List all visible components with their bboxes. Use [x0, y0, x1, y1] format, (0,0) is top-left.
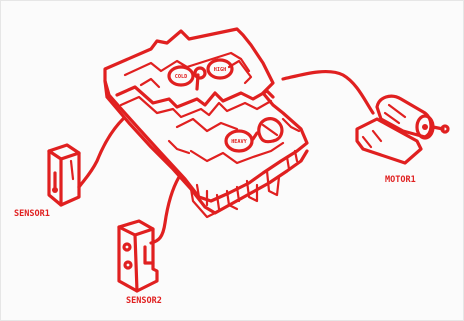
controller-block: [105, 29, 307, 217]
cables: [79, 72, 373, 243]
motor1-label: MOTOR1: [385, 175, 416, 185]
knob-icon: [253, 119, 282, 142]
toggle-switch-icon: [195, 68, 205, 89]
sensor2-label: SENSOR2: [126, 296, 162, 306]
heavy-label: HEAVY: [231, 139, 247, 145]
heavy-dial: HEAVY: [226, 131, 252, 151]
motor1-device: [357, 96, 448, 163]
high-label: HIGH: [214, 67, 227, 73]
sensor1-device: [49, 145, 79, 205]
sensor1-label: SENSOR1: [14, 209, 50, 219]
cold-dial: COLD: [169, 67, 193, 85]
cold-label: COLD: [175, 74, 188, 80]
sensor2-device: [119, 221, 157, 291]
high-dial: HIGH: [208, 60, 232, 78]
